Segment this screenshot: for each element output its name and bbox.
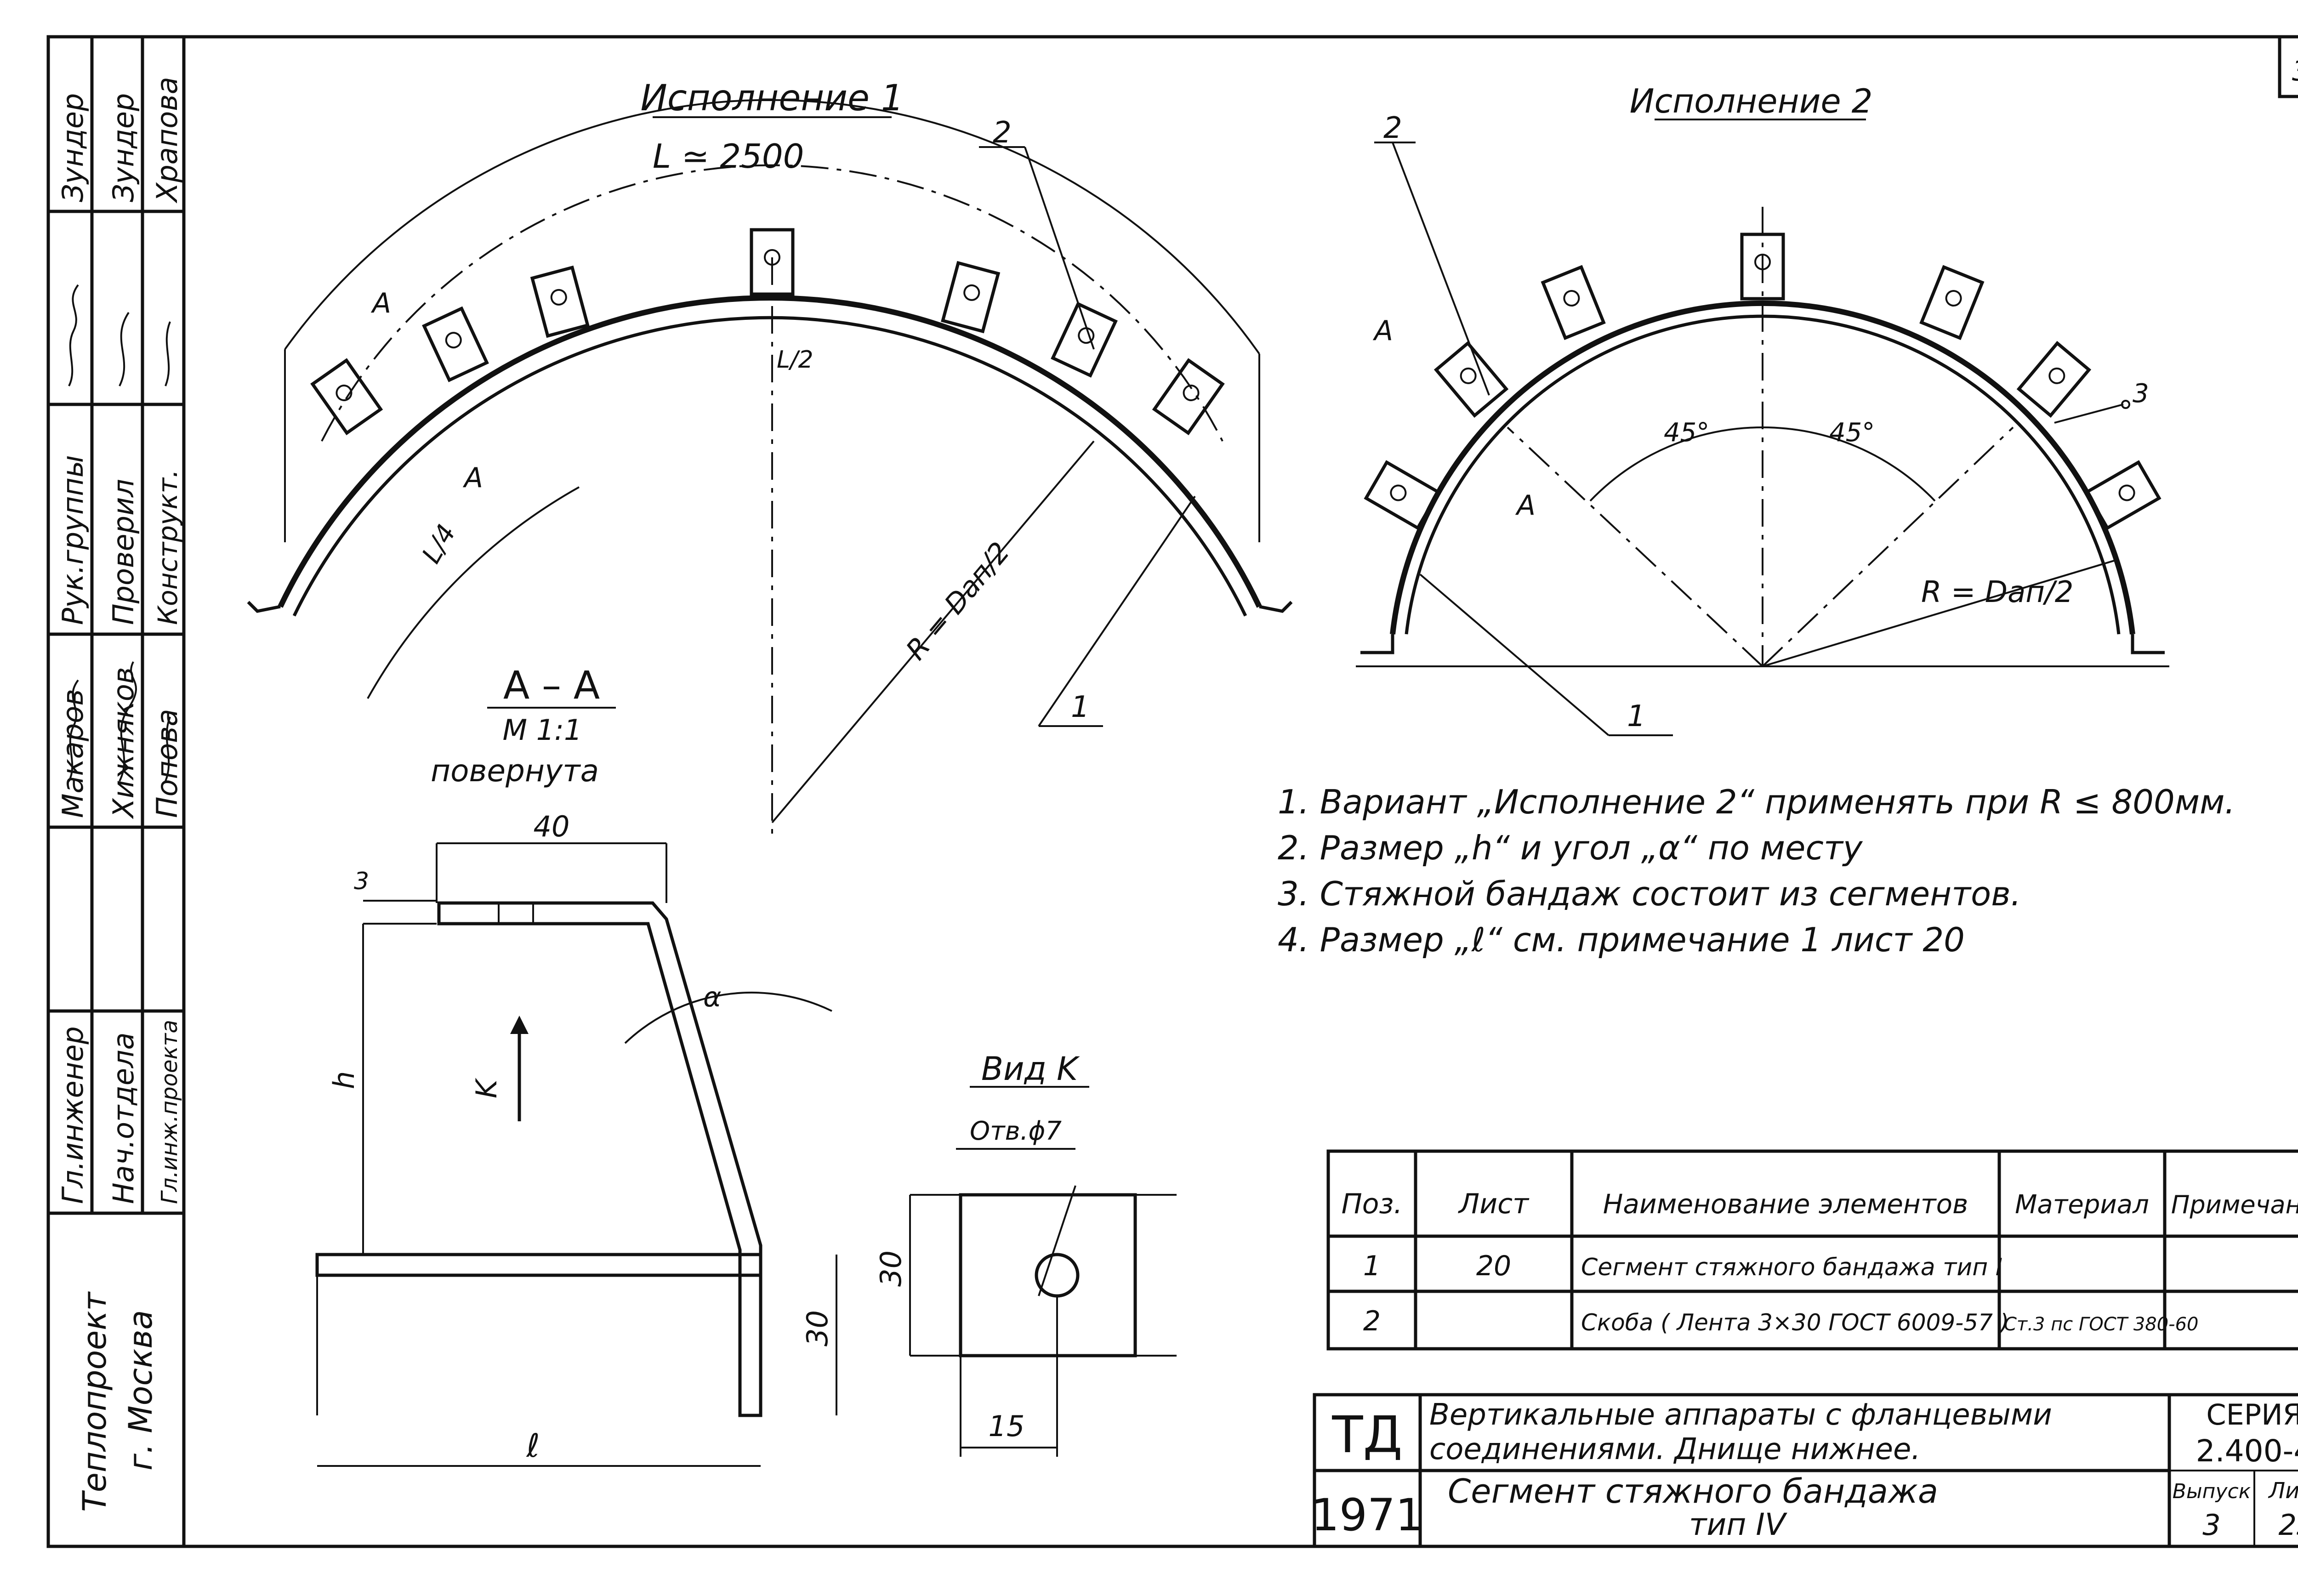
dim-3: 3 [354,868,369,895]
th-remark: Примечание [2171,1190,2298,1219]
centerline-arc [321,164,1223,442]
th-name: Наименование элементов [1603,1188,1968,1220]
td-label: ТД [1331,1405,1402,1464]
th-pos: Поз. [1342,1188,1403,1220]
title-block: ТД 1971 Вертикальные аппараты с фланцевы… [1311,1393,2298,1548]
radius-label-2: R = Dап/2 [1921,575,2073,609]
td-r2-material: Ст.3 пс ГОСТ 380-60 [2004,1314,2199,1335]
section-note: повернута [431,753,599,789]
view2-pos2: 2 [1383,111,1402,145]
title-line-2: соединениями. Днище нижнее. [1429,1432,1921,1466]
org-city: г. Москва [122,1310,159,1471]
angle-arc [1589,426,1936,502]
issue-label: Выпуск [2173,1480,2251,1503]
td-r1-pos: 1 [1363,1250,1381,1282]
section-mark-a2-top: A [1372,315,1393,347]
bracket-profile [437,901,762,1417]
issue-value: 3 [2202,1508,2220,1542]
section-mark-a-bottom: A [462,462,483,494]
title-line-4: тип IV [1689,1507,1787,1542]
view-k-dim-30: 30 [874,1250,908,1287]
band-outer-2 [1390,300,2135,635]
role-designer: Конструкт. [152,469,183,625]
signer-khizhnyakov: Хижняков [107,667,140,819]
title-line-3: Сегмент стяжного бандажа [1448,1472,1938,1511]
section-mark-a2-bottom: A [1515,489,1536,522]
dim-h: h [327,1071,361,1089]
th-sheet: Лист [1458,1188,1530,1220]
brackets-view1 [310,228,1225,436]
angle-2: 45° [1829,418,1875,448]
band-inner [292,316,1247,617]
k-label: K [470,1078,503,1098]
org-name: Теплопроект [76,1291,114,1512]
series-value: 2.400-4 [2196,1433,2298,1469]
left-stamp: Гл.инженер Нач.отдела Гл.инж.проекта Мак… [48,37,184,1512]
dim-l: ℓ [526,1427,540,1465]
view-k: Вид K Отв.ϕ7 30 15 [874,1050,1177,1457]
sheet-value: 23 [2279,1508,2298,1542]
sheet-number: 34 [2292,55,2298,87]
band-outer [278,295,1262,608]
view-k-title: Вид K [981,1050,1080,1088]
view2-title: Исполнение 2 [1630,82,1873,120]
role-group-lead: Рук.группы [56,455,90,625]
dim-40: 40 [534,810,570,843]
signer-khrapova: Храпова [150,77,184,204]
view-k-dim-15: 15 [989,1409,1025,1443]
role-project-chief: Гл.инж.проекта [157,1020,182,1204]
td-r2-pos: 2 [1363,1305,1381,1337]
alpha-label: α [703,981,722,1013]
view1-pos2: 2 [993,116,1012,150]
view1-title: Исполнение 1 [641,78,904,119]
series-label: СЕРИЯ [2206,1398,2298,1431]
angle-1: 45° [1664,418,1709,448]
signer-zunder-2: Зундер [107,93,140,202]
td-r1-name: Сегмент стяжного бандажа тип I [1581,1254,2002,1281]
section-title: A – A [503,663,600,708]
quarter-label: L/4 [416,519,462,568]
title-line-1: Вертикальные аппараты с фланцевыми [1429,1398,2052,1432]
view-execution-2: Исполнение 2 45° 45° R = Dап/2 A A 2 1 [1356,82,2169,736]
spec-table: Поз. Лист Наименование элементов Материа… [1326,1149,2298,1351]
half-label: L/2 [777,346,813,374]
band-section [315,1253,762,1277]
note-2: 2. Размер „h“ и угол „α“ по месту [1278,829,1863,867]
view-k-hole: Отв.ϕ7 [970,1116,1062,1146]
sheet-label: Лист [2268,1478,2298,1504]
view-k-hole-circle [1035,1253,1080,1298]
signatures-row2 [68,284,171,386]
td-r2-name: Скоба ( Лента 3×30 ГОСТ 6009-57 ) [1581,1309,2009,1336]
dim-30: 30 [801,1310,834,1346]
view-k-plate [959,1193,1137,1357]
view-execution-1: Исполнение 1 L ≃ 2500 L/4 L/2 R = Dап/2 [247,78,1293,836]
notes: 1. Вариант „Исполнение 2“ применять при … [1278,783,2235,959]
section-scale: M 1:1 [503,713,582,747]
length-label: L ≃ 2500 [653,137,804,176]
note-4: 4. Размер „ℓ“ см. примечание 1 лист 20 [1278,920,1965,959]
view1-pos1: 1 [1071,690,1090,724]
length-dim-arc [284,99,1260,355]
th-material: Материал [2015,1190,2149,1220]
sheet-frame [46,35,2298,1548]
weld-mark: 3 [2133,379,2149,409]
radius-label: R = Dап/2 [900,536,1016,666]
sheet-number-box [2278,35,2298,98]
role-checked: Проверил [107,479,140,625]
note-1: 1. Вариант „Исполнение 2“ применять при … [1278,783,2235,821]
role-chief-engineer: Гл.инженер [56,1026,90,1204]
signatures-row1 [68,661,171,782]
section-mark-a-top: A [370,287,391,319]
view2-pos1: 1 [1627,699,1646,733]
signer-zunder-1: Зундер [56,93,90,202]
year-label: 1971 [1311,1489,1423,1541]
role-dept-head: Нач.отдела [107,1032,140,1204]
td-r1-sheet: 20 [1476,1250,1511,1282]
section-a-a: A – A M 1:1 повернута 40 3 h 30 ℓ α K [315,663,837,1467]
brackets-view2 [1364,233,2161,530]
note-3: 3. Стяжной бандаж состоит из сегментов. [1278,875,2021,913]
signer-makarov: Макаров [56,689,90,818]
